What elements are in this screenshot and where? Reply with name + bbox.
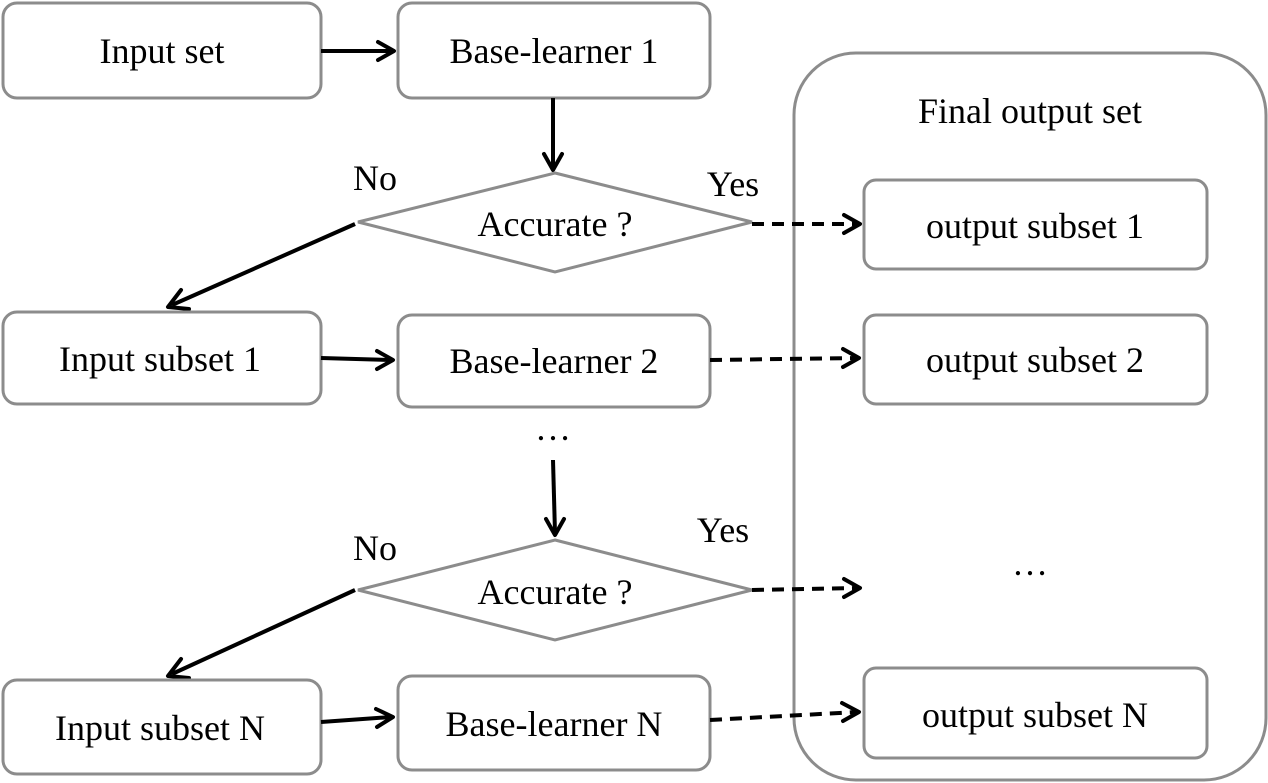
edge-label-no-1: No xyxy=(353,158,397,198)
arrow-head xyxy=(166,288,191,311)
output-subset-1-box xyxy=(862,178,1209,271)
base-learner-n-box xyxy=(396,674,712,772)
arrow-head xyxy=(842,577,862,599)
arrow-to-decision-2 xyxy=(551,459,557,534)
output-subset-n-box xyxy=(862,666,1209,760)
base-learner-2-label: Base-learner 2 xyxy=(450,341,659,381)
middle-ellipsis: … xyxy=(535,408,571,448)
decision-2-label: Accurate ? xyxy=(478,572,633,612)
input-subset-n-label: Input subset N xyxy=(55,708,265,748)
base-learner-n-label: Base-learner N xyxy=(446,704,663,744)
output-ellipsis: … xyxy=(1012,543,1048,583)
decision-1-label: Accurate ? xyxy=(478,204,633,244)
final-output-container xyxy=(792,51,1268,782)
output-subset-2-label: output subset 2 xyxy=(926,340,1144,380)
arrow-head xyxy=(544,517,566,537)
arrow-subset-n-to-learner-n xyxy=(320,715,392,724)
output-subset-n-label: output subset N xyxy=(922,695,1148,735)
arrow-subset-1-to-learner-2 xyxy=(320,356,392,362)
input-subset-1-label: Input subset 1 xyxy=(59,339,261,379)
input-subset-n-box xyxy=(1,678,323,776)
arrow-head xyxy=(375,349,395,371)
base-learner-2-box xyxy=(396,313,712,409)
arrow-head xyxy=(166,657,191,680)
edge-label-yes-2: Yes xyxy=(697,510,749,550)
arrow-decision-2-yes xyxy=(751,586,859,592)
arrow-head xyxy=(376,40,396,62)
arrow-head xyxy=(542,152,564,172)
arrow-decision-2-no xyxy=(171,588,356,676)
arrow-head xyxy=(842,213,862,235)
decision-1-diamond xyxy=(357,171,753,274)
output-subset-1-label: output subset 1 xyxy=(926,206,1144,246)
decision-2-diamond xyxy=(357,538,753,642)
arrow-head xyxy=(841,347,861,369)
output-subset-2-box xyxy=(862,313,1209,406)
base-learner-1-label: Base-learner 1 xyxy=(450,31,659,71)
edge-label-no-2: No xyxy=(353,528,397,568)
arrow-head xyxy=(374,707,395,729)
final-output-title: Final output set xyxy=(918,91,1142,131)
arrow-learner-2-to-output-2 xyxy=(709,356,858,362)
arrow-head xyxy=(840,701,861,723)
edge-label-yes-1: Yes xyxy=(707,164,759,204)
arrow-learner-n-to-output-n xyxy=(709,710,858,722)
arrow-decision-1-no xyxy=(171,222,356,307)
input-set-label: Input set xyxy=(100,31,225,71)
